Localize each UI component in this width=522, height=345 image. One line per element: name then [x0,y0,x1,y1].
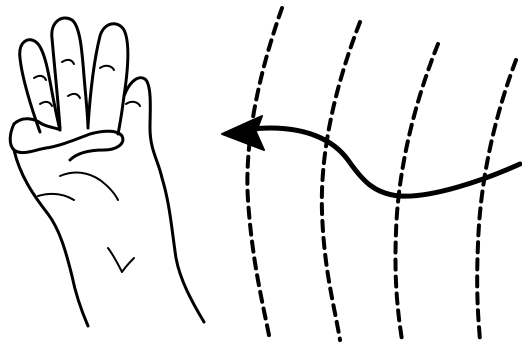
palm-crease-2 [38,194,74,200]
dashed-wave-line-4 [477,60,516,340]
palm-crease-3 [108,248,134,272]
palm-left-edge [14,150,88,326]
dashed-wave-line-2 [322,22,360,340]
palm-right-edge [162,178,204,322]
knuckle-mark-5 [40,102,52,106]
arrow-shaft [240,128,520,196]
ring-finger [52,18,88,128]
knuckle-mark-2 [62,60,74,64]
motion-arrow [222,116,520,196]
knuckle-mark-6 [68,94,80,98]
index-finger [124,78,162,178]
knuckle-mark-4 [126,102,140,106]
middle-finger [88,24,128,134]
folded-thumb [10,124,123,160]
arrow-head [222,116,264,150]
knuckle-mark [34,76,46,80]
dashed-wave-line-1 [247,8,282,340]
dashed-wave-lines [247,8,516,340]
palm-crease [60,173,118,200]
knuckle-mark-3 [100,66,114,70]
hand-illustration [10,18,204,326]
